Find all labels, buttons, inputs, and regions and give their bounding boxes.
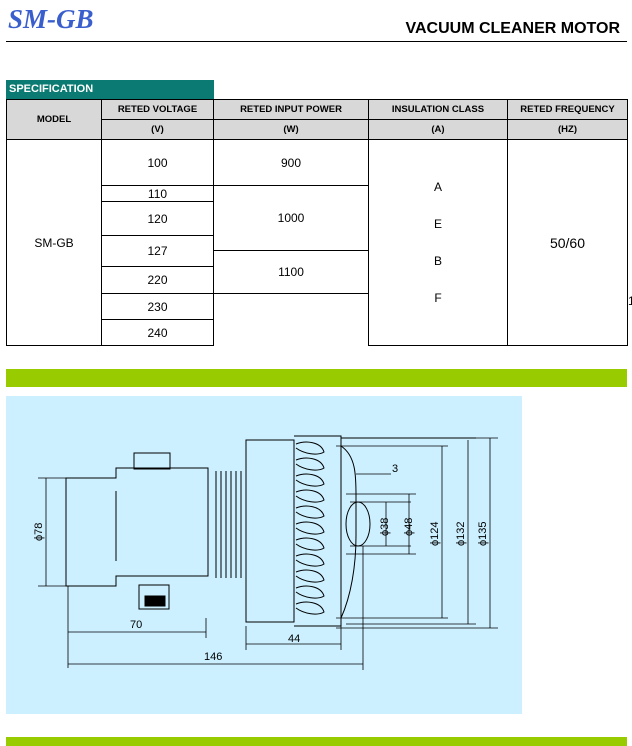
insulation-cell: A E B F bbox=[368, 139, 508, 346]
power-cell: 1000 bbox=[213, 185, 369, 251]
header-rule bbox=[6, 41, 627, 42]
model-cell: SM-GB bbox=[6, 139, 102, 346]
voltage-cell: 120 bbox=[101, 201, 214, 236]
frequency-cell: 50/60 bbox=[507, 139, 628, 346]
bottom-brush-holder bbox=[138, 584, 170, 610]
fan-housing bbox=[245, 439, 295, 623]
voltage-cell: 220 bbox=[101, 266, 214, 294]
dim-135: ϕ135 bbox=[477, 521, 489, 546]
specification-table: MODEL RETED VOLTAGE RETED INPUT POWER IN… bbox=[6, 99, 632, 346]
dim-70: 70 bbox=[130, 619, 142, 631]
insulation-class: E bbox=[433, 216, 442, 231]
voltage-cell: 110 bbox=[101, 185, 214, 202]
voltage-cell: 100 bbox=[101, 139, 214, 186]
dim-124: ϕ124 bbox=[429, 521, 441, 546]
document-title: VACUUM CLEANER MOTOR bbox=[405, 20, 620, 37]
dim-146: 146 bbox=[204, 651, 222, 663]
header-voltage: RETED VOLTAGE bbox=[101, 99, 214, 120]
green-divider-bottom bbox=[6, 737, 627, 746]
insulation-class: F bbox=[434, 290, 442, 305]
header-power-unit: (W) bbox=[213, 119, 369, 140]
top-brush-holder bbox=[133, 452, 171, 470]
air-inlet bbox=[345, 501, 371, 547]
voltage-cell: 240 bbox=[101, 319, 214, 346]
dim-44: 44 bbox=[288, 633, 300, 645]
voltage-cell: 127 bbox=[101, 235, 214, 267]
dim-132: ϕ132 bbox=[455, 521, 467, 546]
insulation-class: A bbox=[433, 179, 442, 194]
voltage-cell: 230 bbox=[101, 293, 214, 320]
header-insulation: INSULATION CLASS bbox=[368, 99, 508, 120]
header-frequency: RETED FREQUENCY bbox=[507, 99, 628, 120]
header-model: MODEL bbox=[6, 99, 102, 140]
header-frequency-unit: (HZ) bbox=[507, 119, 628, 140]
model-title: SM-GB bbox=[8, 4, 94, 34]
impeller-blades bbox=[295, 441, 325, 615]
cooling-fins bbox=[215, 471, 242, 578]
specification-tab: SPECIFICATION bbox=[6, 80, 214, 99]
power-cell: 1100 bbox=[213, 250, 369, 294]
header-power: RETED INPUT POWER bbox=[213, 99, 369, 120]
power-cell: 900 bbox=[213, 139, 369, 186]
fan-cover bbox=[294, 435, 342, 627]
dim-3: 3 bbox=[392, 463, 398, 475]
header-voltage-unit: (V) bbox=[101, 119, 214, 140]
dim-78: ϕ78 bbox=[33, 523, 45, 541]
green-divider-top bbox=[6, 369, 627, 387]
motor-dimension-drawing: 3 ϕ38 ϕ48 ϕ124 ϕ132 ϕ135 ϕ78 70 44 146 bbox=[6, 396, 522, 714]
dimension-lines bbox=[38, 437, 498, 670]
dim-38: ϕ38 bbox=[379, 518, 391, 536]
header-insulation-unit: (A) bbox=[368, 119, 508, 140]
insulation-class: B bbox=[433, 253, 442, 268]
dim-48: ϕ48 bbox=[403, 518, 415, 536]
motor-body-outline bbox=[65, 467, 209, 587]
